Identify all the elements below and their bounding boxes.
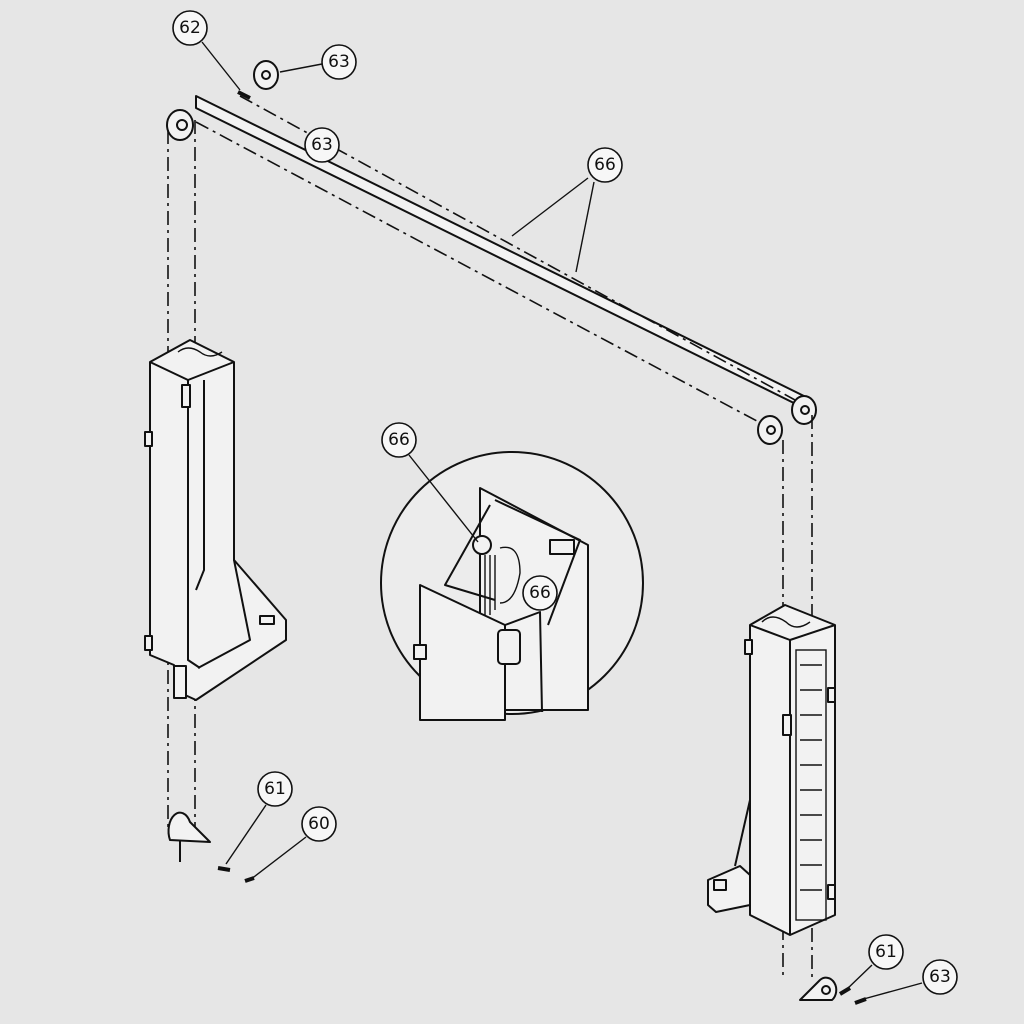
label-61-right: 61 (868, 934, 904, 970)
svg-text:66: 66 (529, 583, 551, 603)
label-63-bar: 63 (304, 127, 340, 163)
label-66-bar: 66 (587, 147, 623, 183)
svg-text:60: 60 (308, 814, 330, 834)
screw-61 (217, 866, 231, 872)
svg-text:61: 61 (264, 779, 286, 799)
svg-text:63: 63 (311, 135, 333, 155)
svg-text:62: 62 (179, 18, 201, 38)
screw-61-right (838, 986, 852, 996)
label-63-washer: 63 (321, 44, 357, 80)
svg-text:63: 63 (929, 967, 951, 987)
left-column (144, 339, 287, 701)
washer-top-left (166, 109, 194, 141)
washer-right-2 (757, 415, 783, 445)
label-66-inset-inner: 66 (522, 575, 558, 611)
leader-lines (201, 41, 923, 1001)
top-crossbar (195, 95, 809, 429)
label-62: 62 (172, 10, 208, 46)
svg-text:63: 63 (328, 52, 350, 72)
svg-text:66: 66 (594, 155, 616, 175)
label-63-right: 63 (922, 959, 958, 995)
label-60: 60 (301, 806, 337, 842)
washer-top (253, 60, 279, 90)
svg-text:61: 61 (875, 942, 897, 962)
detail-inset (380, 451, 644, 721)
label-61-left: 61 (257, 771, 293, 807)
cap-bottom-right (799, 976, 838, 1001)
screw-63-right (854, 997, 867, 1005)
label-66-inset: 66 (381, 422, 417, 458)
cap-bottom-left (167, 811, 211, 862)
washer-right-1 (791, 395, 817, 425)
screw-top (237, 90, 251, 100)
svg-text:66: 66 (388, 430, 410, 450)
right-column (707, 604, 836, 936)
